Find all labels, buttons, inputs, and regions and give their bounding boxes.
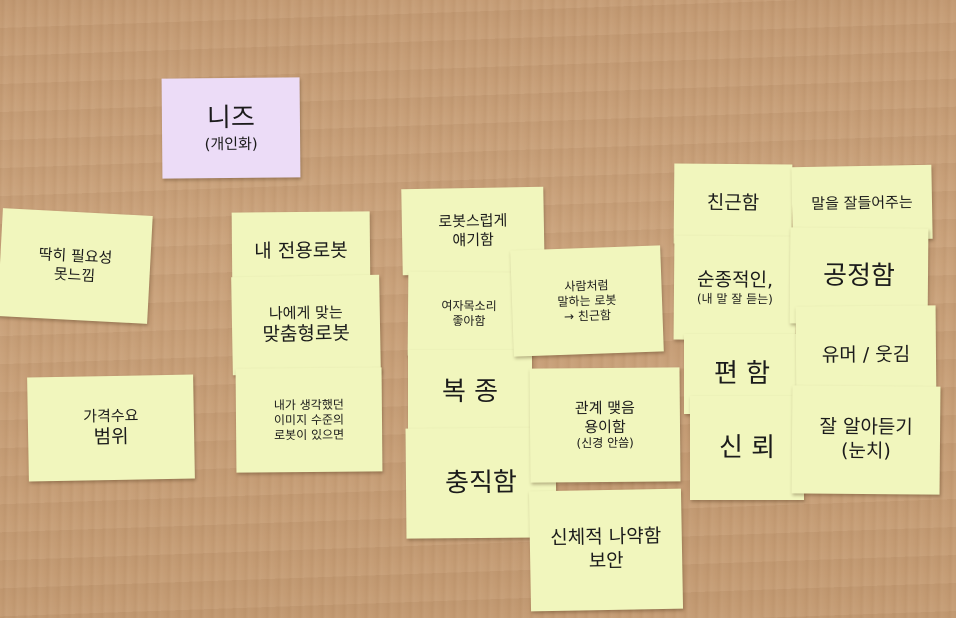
needs-title-note: 니즈 (개인화)	[161, 77, 301, 179]
note-line: 유머 / 웃김	[821, 343, 911, 367]
friendly-note: 친근함	[673, 163, 793, 245]
obedience-note: 복 종	[408, 350, 532, 434]
submissive-note: 순종적인, (내 말 잘 듣는)	[673, 235, 797, 341]
note-line: (내 말 잘 듣는)	[696, 292, 773, 307]
note-line: 편 함	[713, 358, 771, 389]
note-line: 복 종	[441, 376, 499, 407]
note-line: (신경 안씀)	[576, 435, 634, 451]
trust-note: 신 뢰	[690, 396, 804, 500]
note-line: 이미지 수준의	[273, 412, 345, 427]
note-line: 얘기함	[452, 230, 495, 250]
note-line: → 친근함	[563, 307, 612, 324]
note-line: 잘 알아듣기	[819, 415, 913, 439]
note-line: 좋아함	[452, 313, 486, 329]
note-line: 보안	[588, 549, 624, 573]
note-line: 딱히 필요성	[38, 245, 113, 268]
note-line: (눈치)	[840, 439, 891, 463]
custom-robot-note: 나에게 맞는 맞춤형로봇	[231, 274, 381, 376]
note-line: 친근함	[706, 191, 760, 215]
note-line: 여자목소리	[441, 298, 497, 314]
note-line: 공정함	[822, 260, 896, 292]
note-line: 로봇이 있으면	[274, 427, 345, 442]
note-line: 충직함	[444, 467, 518, 499]
note-line: 가격수요	[83, 406, 139, 426]
needs-title-text: 니즈	[206, 103, 255, 134]
price-range-note: 가격수요 범위	[27, 374, 195, 482]
note-line: 순종적인,	[696, 268, 774, 291]
note-line: 관계 맺음	[574, 398, 635, 418]
note-line: 내 전용로봇	[254, 239, 348, 263]
note-line: 사람처럼	[564, 277, 609, 294]
note-line: 말을 잘들어주는	[811, 192, 913, 213]
understand-note: 잘 알아듣기 (눈치)	[791, 385, 941, 495]
imagine-robot-note: 내가 생각했던 이미지 수준의 로봇이 있으면	[235, 367, 383, 473]
needs-title-subtext: (개인화)	[204, 134, 258, 154]
note-line: 용이함	[584, 417, 626, 436]
note-line: 내가 생각했던	[273, 397, 344, 412]
easy-relation-note: 관계 맺음 용이함 (신경 안씀)	[529, 367, 681, 483]
note-line: 로봇스럽게	[438, 211, 508, 231]
note-line: 신 뢰	[718, 432, 776, 463]
note-line: 나에게 맞는	[268, 303, 343, 323]
note-line: 맞춤형로봇	[262, 321, 351, 346]
special-need-note: 딱히 필요성 못느낌	[0, 208, 153, 324]
note-line: 못느낌	[53, 264, 96, 286]
note-line: 범위	[93, 425, 129, 448]
weak-body-note: 신체적 나약함 보안	[528, 488, 684, 612]
human-like-note: 사람처럼 말하는 로봇 → 친근함	[510, 245, 664, 357]
note-line: 신체적 나약함	[550, 525, 662, 550]
